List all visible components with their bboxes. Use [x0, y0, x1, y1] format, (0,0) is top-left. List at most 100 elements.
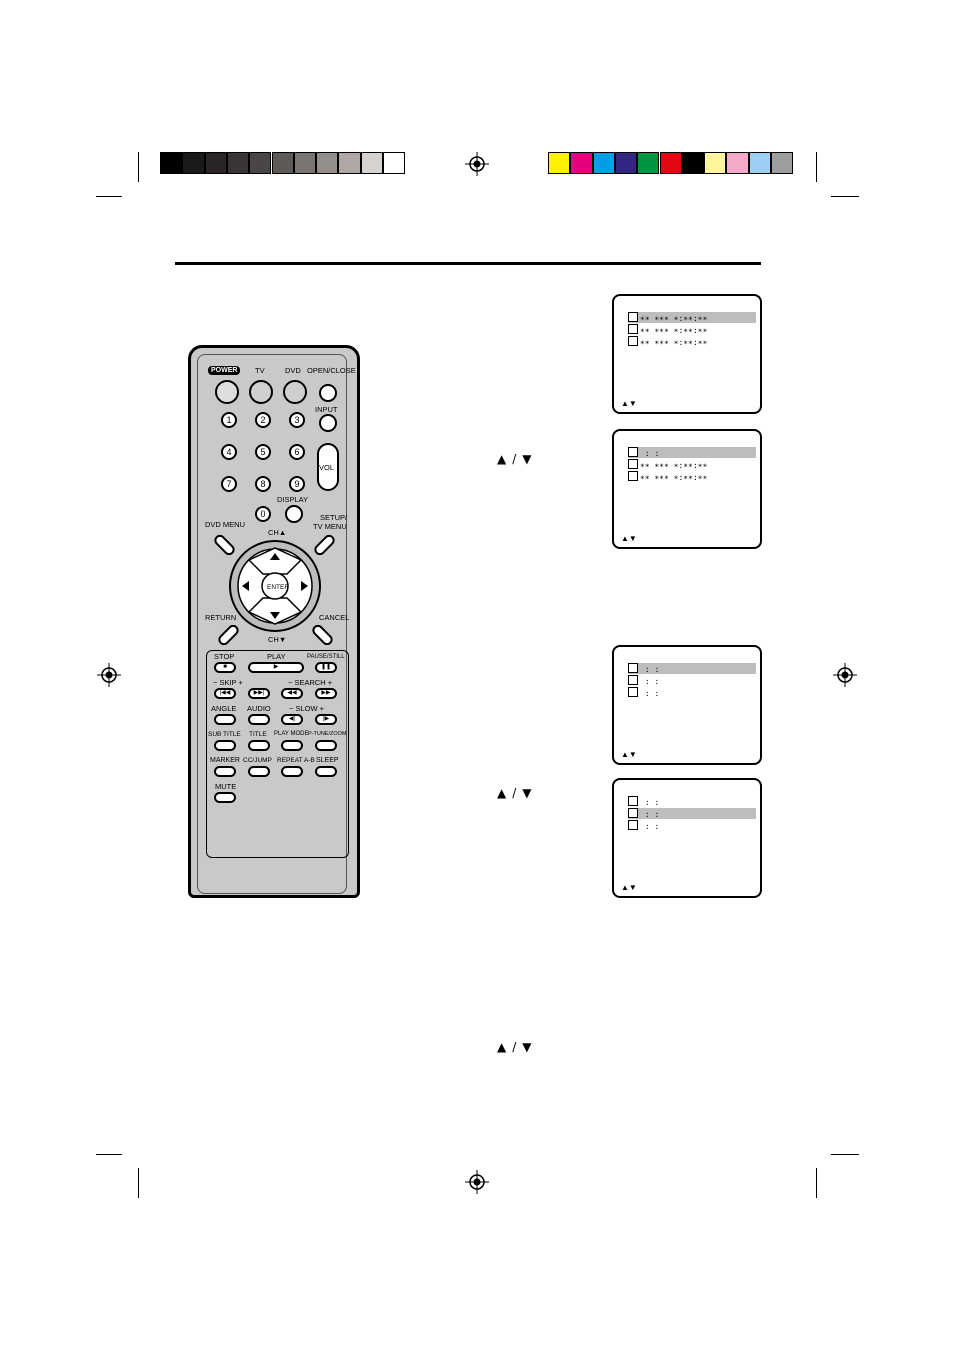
- tv-label: TV: [255, 366, 265, 375]
- audio-label: AUDIO: [247, 704, 271, 713]
- crop-mark: [96, 196, 122, 197]
- ccjump-label: CC/JUMP: [243, 757, 272, 764]
- osd-screen: ∗∗ ∗∗∗ ∗:∗∗:∗∗∗∗ ∗∗∗ ∗:∗∗:∗∗∗∗ ∗∗∗ ∗:∗∗:…: [612, 294, 762, 414]
- digit-button-3[interactable]: 3: [289, 412, 305, 428]
- box-icon: [628, 663, 638, 673]
- color-swatch: [726, 152, 749, 174]
- pause-button[interactable]: ❚❚: [315, 662, 337, 673]
- subtitle-button[interactable]: [214, 740, 236, 751]
- play-button[interactable]: ▶: [248, 662, 304, 673]
- title-button[interactable]: [248, 740, 270, 751]
- title-label: TITLE: [249, 731, 267, 738]
- crop-mark: [831, 1154, 859, 1155]
- color-swatch: [614, 152, 638, 174]
- stop-button[interactable]: ■: [214, 662, 236, 673]
- osd-row: ∗∗ ∗∗∗ ∗:∗∗:∗∗: [628, 336, 756, 347]
- osd-row: : :: [628, 447, 756, 458]
- color-swatch: [681, 152, 705, 174]
- digit-button-7[interactable]: 7: [221, 476, 237, 492]
- dvd-label: DVD: [285, 366, 301, 375]
- repeat-button[interactable]: [281, 766, 303, 777]
- osd-nav-hint: ▲▼: [621, 399, 637, 408]
- crop-mark: [138, 152, 139, 182]
- search-back-button[interactable]: ◀◀: [281, 688, 303, 699]
- digit-button-4[interactable]: 4: [221, 444, 237, 460]
- marker-button[interactable]: [214, 766, 236, 777]
- arrow-instruction: ▲/▼: [497, 786, 538, 800]
- osd-row-text: ∗∗ ∗∗∗ ∗:∗∗:∗∗: [640, 326, 708, 335]
- power-label: POWER: [208, 366, 241, 375]
- subtitle-label: SUB TITLE: [208, 731, 241, 738]
- direction-pad[interactable]: [229, 540, 321, 632]
- ch-down-label: CH▼: [268, 635, 287, 644]
- digit-button-6[interactable]: 6: [289, 444, 305, 460]
- slow-back-button[interactable]: ◀|: [281, 714, 303, 725]
- box-icon: [628, 312, 638, 322]
- slow-forward-button[interactable]: |▶: [315, 714, 337, 725]
- dvd-button[interactable]: [283, 380, 307, 404]
- remote-control: POWER TV DVD OPEN/CLOSE INPUT VOL DISPLA…: [188, 345, 360, 898]
- registration-mark-icon: [833, 663, 857, 687]
- box-icon: [628, 324, 638, 334]
- sleep-label: SLEEP: [316, 757, 339, 764]
- header-rule: [175, 262, 761, 265]
- color-swatch: [748, 152, 771, 174]
- crop-mark: [831, 196, 859, 197]
- sleep-button[interactable]: [315, 766, 337, 777]
- volume-rocker[interactable]: [317, 443, 339, 491]
- dvd-menu-label: DVD MENU: [205, 520, 246, 529]
- box-icon: [628, 447, 638, 457]
- osd-row: ∗∗ ∗∗∗ ∗:∗∗:∗∗: [628, 312, 756, 323]
- skip-forward-button[interactable]: ▶▶|: [248, 688, 270, 699]
- arrow-instruction: ▲/▼: [497, 452, 538, 466]
- display-button[interactable]: [285, 505, 303, 523]
- box-icon: [628, 796, 638, 806]
- playmode-button[interactable]: [281, 740, 303, 751]
- gray-swatch: [293, 152, 317, 174]
- gray-swatch: [316, 152, 339, 174]
- angle-button[interactable]: [214, 714, 236, 725]
- search-forward-button[interactable]: ▶▶: [315, 688, 337, 699]
- skip-back-button[interactable]: |◀◀: [214, 688, 236, 699]
- crop-mark: [816, 1168, 817, 1198]
- crop-mark: [138, 1168, 139, 1198]
- ccjump-button[interactable]: [248, 766, 270, 777]
- display-label: DISPLAY: [277, 495, 309, 504]
- gray-swatch: [204, 152, 227, 174]
- osd-row-text: : :: [640, 798, 660, 807]
- transport-panel: [206, 650, 349, 858]
- enter-label: ENTER: [267, 584, 290, 591]
- osd-row-text: : :: [640, 810, 660, 819]
- audio-button[interactable]: [248, 714, 270, 725]
- registration-mark-icon: [465, 1170, 489, 1194]
- osd-row: : :: [628, 675, 756, 686]
- gray-swatch: [182, 152, 205, 174]
- marker-label: MARKER: [210, 757, 240, 764]
- gray-swatch: [360, 152, 383, 174]
- digit-button-5[interactable]: 5: [255, 444, 271, 460]
- power-button[interactable]: [215, 380, 239, 404]
- open-close-label: OPEN/CLOSE: [307, 366, 356, 375]
- arrow-instruction: ▲/▼: [497, 1040, 538, 1054]
- digit-button-1[interactable]: 1: [221, 412, 237, 428]
- eject-button[interactable]: [319, 384, 337, 402]
- digit-button-9[interactable]: 9: [289, 476, 305, 492]
- digit-button-8[interactable]: 8: [255, 476, 271, 492]
- ptune-zoom-button[interactable]: [315, 740, 337, 751]
- mute-button[interactable]: [214, 792, 236, 803]
- digit-button-2[interactable]: 2: [255, 412, 271, 428]
- setup-label: SETUP/: [320, 513, 348, 522]
- stop-label: STOP: [214, 652, 235, 661]
- osd-row-text: : :: [640, 449, 660, 458]
- digit-button-0[interactable]: 0: [255, 506, 271, 522]
- ch-up-label: CH▲: [268, 528, 287, 537]
- color-swatch: [704, 152, 727, 174]
- tv-button[interactable]: [249, 380, 273, 404]
- osd-row: ∗∗ ∗∗∗ ∗:∗∗:∗∗: [628, 471, 756, 482]
- box-icon: [628, 459, 638, 469]
- osd-nav-hint: ▲▼: [621, 534, 637, 543]
- play-label: PLAY: [267, 652, 286, 661]
- osd-row: : :: [628, 808, 756, 819]
- registration-mark-icon: [465, 152, 489, 176]
- input-button[interactable]: [319, 414, 337, 432]
